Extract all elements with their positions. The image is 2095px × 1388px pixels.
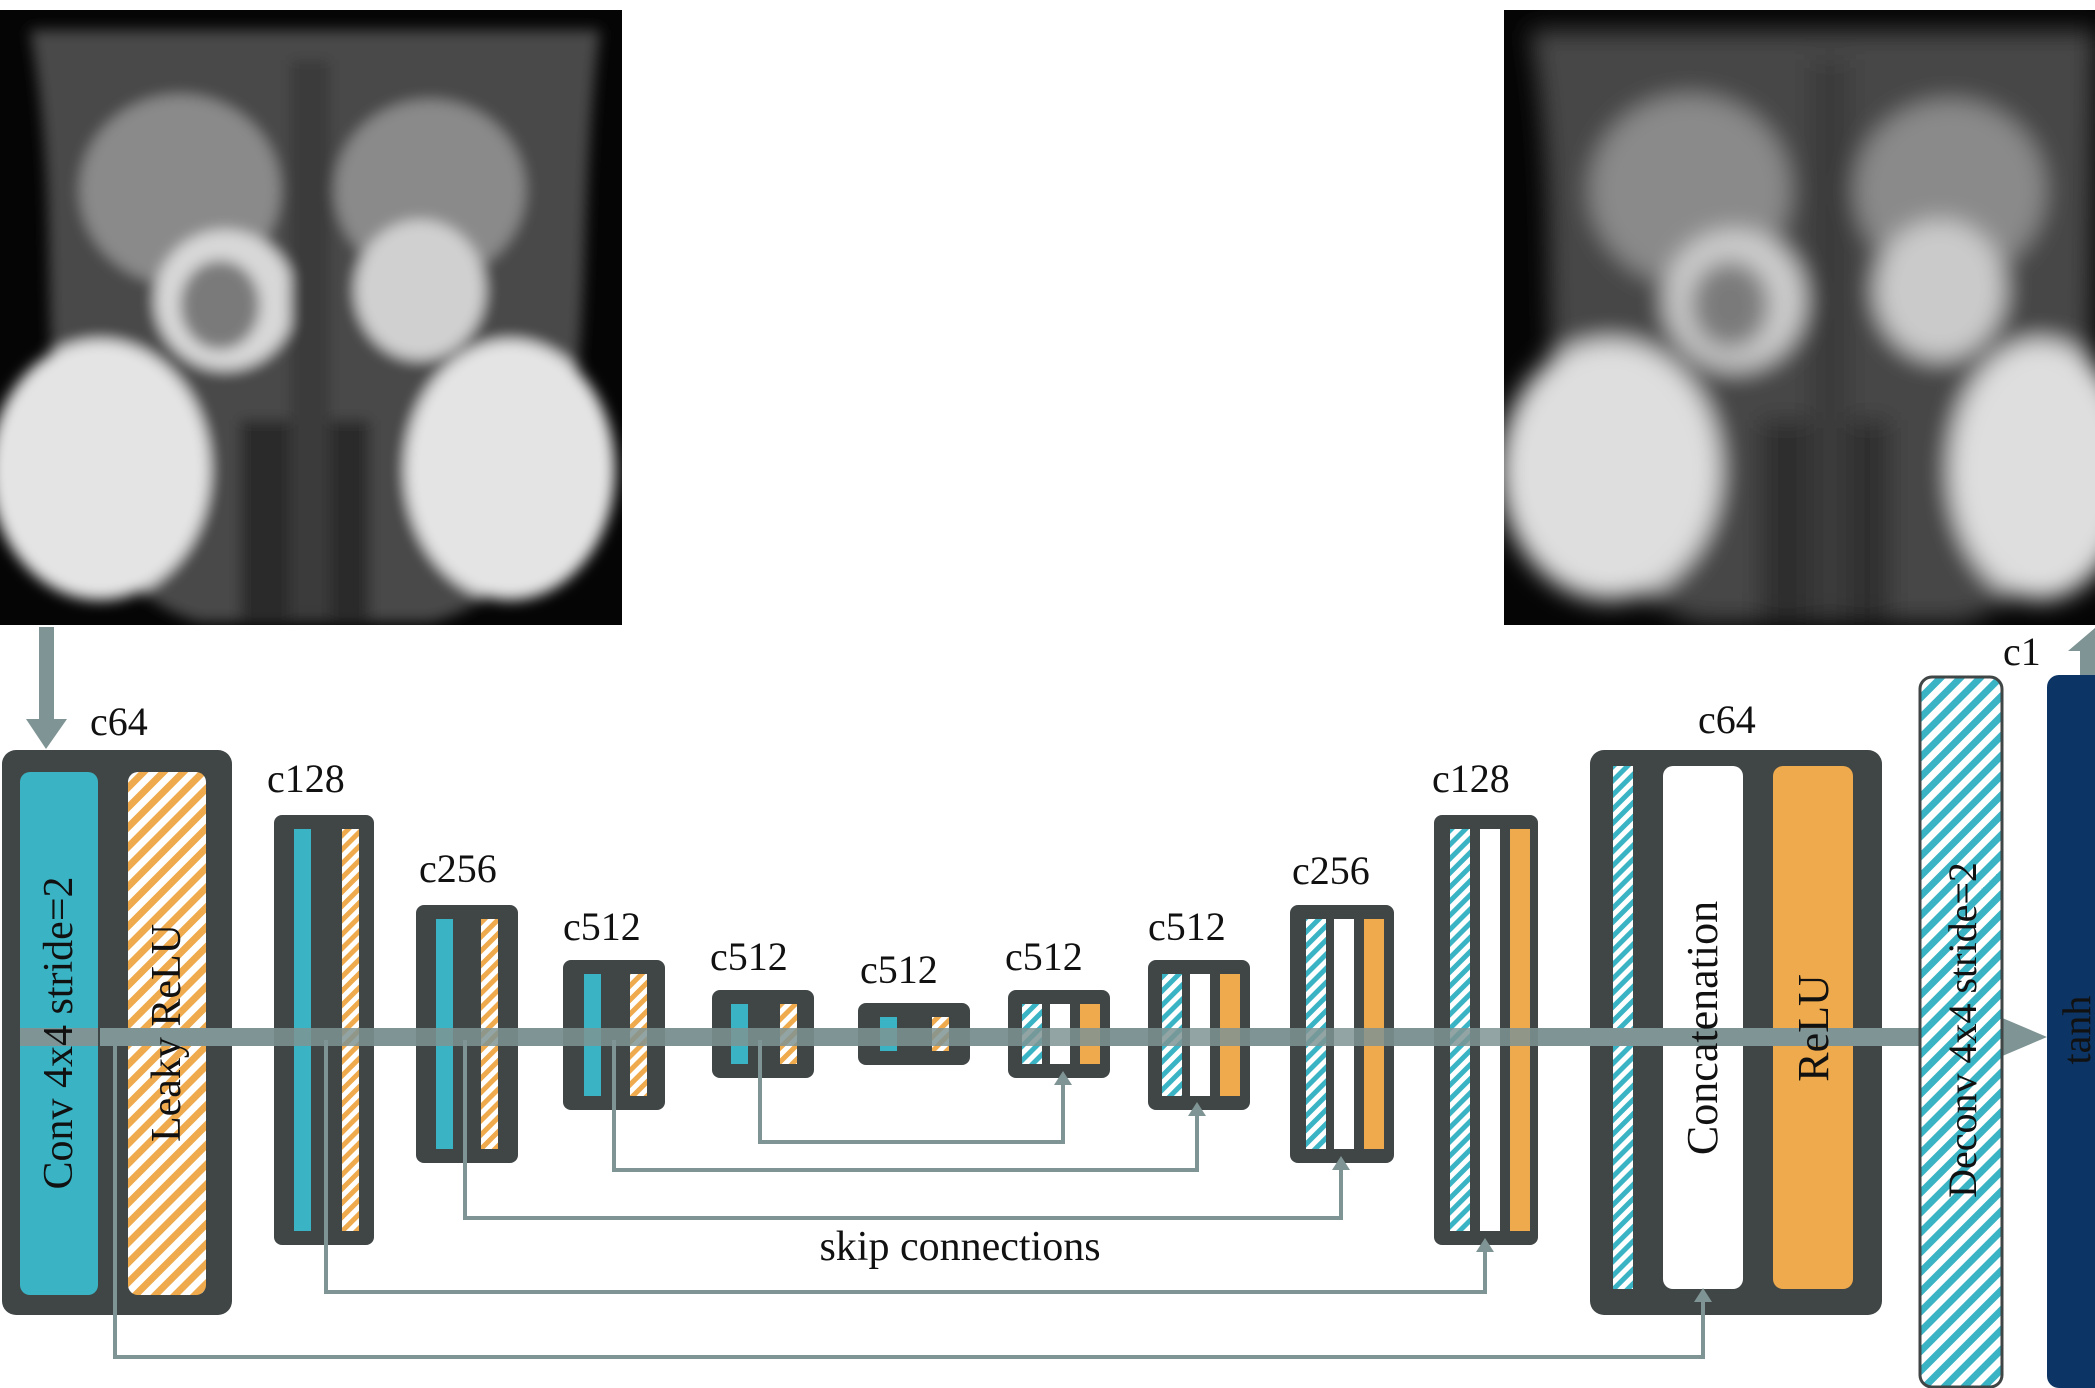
skip-arrowhead <box>1694 1288 1712 1302</box>
skip-arrowhead <box>1054 1071 1072 1085</box>
skip-arrowhead <box>1332 1156 1350 1170</box>
encoder-block-4: c512 <box>710 934 814 1078</box>
decoder-block-0-label: c512 <box>1005 934 1083 979</box>
encoder-c64-label: c64 <box>90 699 148 744</box>
decoder-block-0: c512 <box>1005 934 1110 1078</box>
input-arrow <box>26 627 67 749</box>
decoder-block-c64 <box>1590 750 1882 1315</box>
concatenation-label: Concatenation <box>1678 901 1727 1155</box>
decoder-block-2-label: c256 <box>1292 848 1370 893</box>
encoder-block-1: c128 <box>267 756 374 1245</box>
encoder-block-4-label: c512 <box>710 934 788 979</box>
skip-arrowhead <box>1476 1238 1494 1252</box>
skip-connection-5 <box>113 1040 1705 1359</box>
conv-label: Conv 4x4 stride=2 <box>36 876 82 1189</box>
skip-connections-label: skip connections <box>819 1224 1100 1270</box>
encoder-block-3: c512 <box>563 904 665 1110</box>
encoder-block-5-label: c512 <box>860 947 938 992</box>
deconv-label: Deconv 4x4 stride=2 <box>1940 862 1985 1198</box>
relu-label: ReLU <box>1789 974 1838 1082</box>
skip-connection-3 <box>463 1040 1343 1220</box>
output-mri-image <box>1504 10 2095 625</box>
skip-arrowhead <box>1188 1102 1206 1116</box>
skip-connection-1 <box>758 1040 1065 1144</box>
decoder-block-2: c256 <box>1290 848 1394 1163</box>
decoder-block-1: c512 <box>1148 904 1250 1110</box>
c1-label: c1 <box>2003 629 2041 674</box>
decoder-c64-label: c64 <box>1698 697 1756 742</box>
encoder-block-3-label: c512 <box>563 904 641 949</box>
deconv-layer <box>1918 675 2004 1388</box>
leaky-relu-label: Leaky ReLU <box>144 924 190 1142</box>
encoder-block-1-label: c128 <box>267 756 345 801</box>
encoder-block-c64 <box>2 750 232 1315</box>
tanh-label: tanh <box>2054 996 2095 1065</box>
decoder-block-3-label: c128 <box>1432 756 1510 801</box>
decoder-block-1-label: c512 <box>1148 904 1226 949</box>
input-mri-image <box>0 10 622 625</box>
skip-connection-2 <box>612 1040 1199 1172</box>
encoder-block-2: c256 <box>416 846 518 1163</box>
decoder-block-3: c128 <box>1432 756 1538 1245</box>
skip-connection-4 <box>324 1040 1487 1294</box>
encoder-block-5: c512 <box>858 947 970 1065</box>
encoder-block-2-label: c256 <box>419 846 497 891</box>
tanh-layer <box>2047 675 2095 1388</box>
